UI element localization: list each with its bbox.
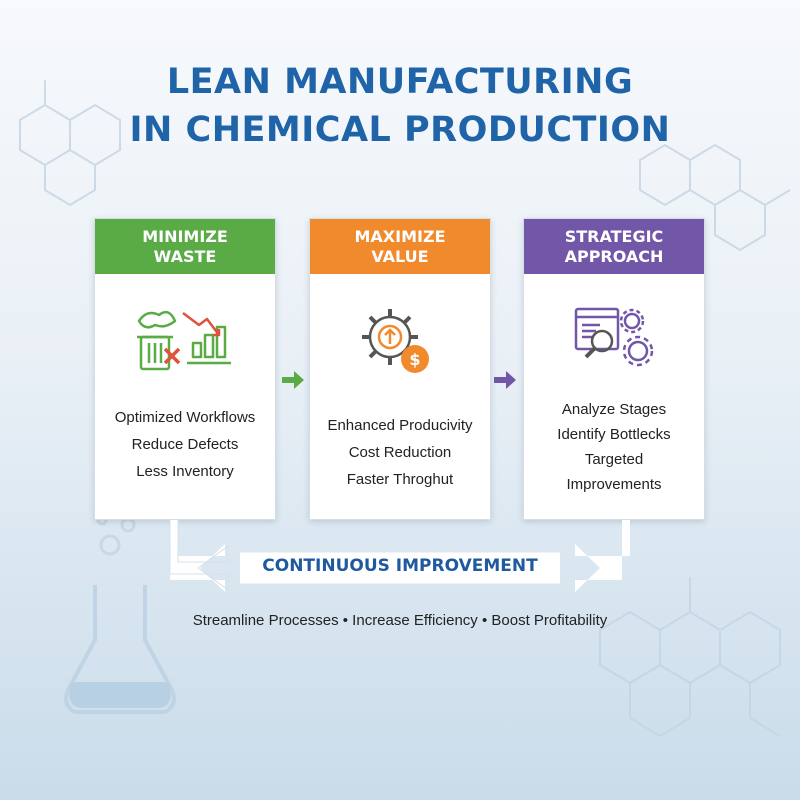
list-item: Targeted xyxy=(584,451,644,468)
continuous-improvement-label: CONTINUOUS IMPROVEMENT xyxy=(262,556,538,576)
list-item: Identify Bottlecks xyxy=(557,426,671,443)
page-title-line1: LEAN MANUFACTURING xyxy=(166,62,634,102)
card-header-line1: MAXIMIZE xyxy=(354,226,446,246)
list-item: Less Inventory xyxy=(136,463,234,480)
card-header-line2: WASTE xyxy=(153,246,217,266)
hexagon-molecule-icon xyxy=(639,143,791,252)
analysis-gears-icon xyxy=(574,307,654,367)
card-header: MINIMIZE WASTE xyxy=(95,219,275,274)
card-header: STRATEGIC APPROACH xyxy=(524,219,704,274)
card-maximize-value: MAXIMIZE VALUE $ Enhanced Producivity Co… xyxy=(309,218,491,520)
card-strategic-approach: STRATEGIC APPROACH Analyze Stages Identi… xyxy=(523,218,705,520)
list-item: Faster Throghut xyxy=(346,471,454,488)
flask-icon xyxy=(64,514,176,714)
arrow-right-icon xyxy=(494,371,516,389)
card-items: Optimized Workflows Reduce Defects Less … xyxy=(95,404,275,485)
waste-bin-chart-icon xyxy=(137,310,231,371)
list-item: Reduce Defects xyxy=(131,436,239,453)
page-title-line2: IN CHEMICAL PRODUCTION xyxy=(129,110,671,150)
list-item: Enhanced Producivity xyxy=(327,417,473,434)
tagline: Streamline Processes • Increase Efficien… xyxy=(192,612,608,629)
hexagon-molecule-icon xyxy=(599,577,781,738)
card-items: Analyze Stages Identify Bottlecks Target… xyxy=(524,397,704,497)
gear-dollar-icon: $ xyxy=(362,309,429,373)
card-header: MAXIMIZE VALUE xyxy=(310,219,490,274)
list-item: Improvements xyxy=(566,476,662,493)
hexagon-molecule-icon xyxy=(19,80,121,207)
card-items: Enhanced Producivity Cost Reduction Fast… xyxy=(310,412,490,493)
list-item: Optimized Workflows xyxy=(114,409,256,426)
card-header-line1: MINIMIZE xyxy=(142,226,228,246)
svg-text:$: $ xyxy=(409,350,420,369)
card-header-line2: APPROACH xyxy=(564,246,664,266)
card-header-line2: VALUE xyxy=(371,246,429,266)
arrow-right-icon xyxy=(282,371,304,389)
card-minimize-waste: MINIMIZE WASTE Optimized Workflows Reduc… xyxy=(94,218,276,520)
list-item: Cost Reduction xyxy=(348,444,452,461)
card-header-line1: STRATEGIC xyxy=(564,226,664,246)
list-item: Analyze Stages xyxy=(561,401,667,418)
